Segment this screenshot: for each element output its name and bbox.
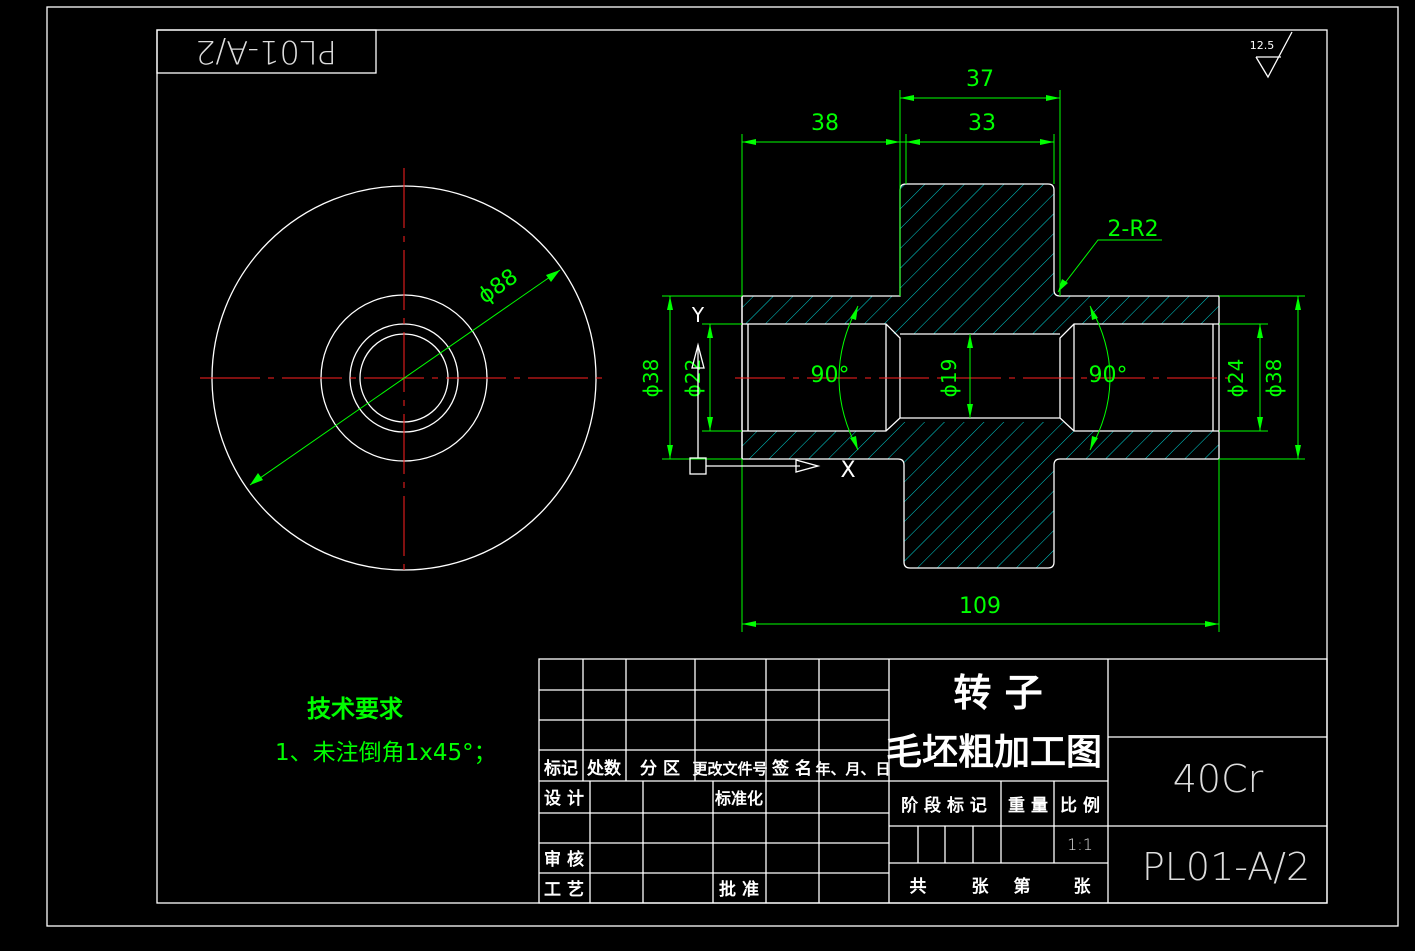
axis-y-label: Y: [691, 303, 705, 327]
dim-109: 109: [959, 594, 1001, 619]
standardize-label: 标准化: [714, 789, 763, 808]
weight-label: 重 量: [1008, 795, 1048, 816]
ratio-label: 比 例: [1060, 795, 1100, 816]
process-label: 工 艺: [544, 879, 584, 900]
approve-label: 批 准: [719, 879, 759, 900]
drawing-title: 毛坯粗加工图: [886, 732, 1102, 773]
hdr-mark: 标记: [544, 758, 578, 779]
section-view: 37 38 33 2-R2 109 ϕ38: [639, 67, 1305, 632]
left-view: ϕ88: [200, 168, 608, 571]
dim-38: 38: [811, 111, 839, 136]
dim-37: 37: [966, 67, 994, 92]
dia88-line: [249, 269, 561, 486]
drawing-number-stamp: PL01-A/2: [195, 33, 337, 71]
drawing-number: PL01-A/2: [1142, 845, 1310, 889]
dim-33: 33: [968, 111, 996, 136]
dim-phi38-left: ϕ38: [639, 359, 663, 398]
hdr-signature: 签 名: [771, 758, 812, 779]
roughness-value: 12.5: [1250, 39, 1275, 52]
r2-leader: [1057, 239, 1162, 293]
technical-requirements: 技术要求 1、未注倒角1x45°；: [275, 695, 497, 766]
angle-arc-left: [838, 305, 859, 451]
dia88-arrow-top: [546, 270, 560, 282]
angle-90-left: 90°: [811, 363, 850, 388]
page-label: 第: [1014, 876, 1031, 897]
stamp-box: [156, 29, 377, 74]
angle-90-right: 90°: [1089, 363, 1128, 388]
part-outline: [741, 183, 1220, 569]
angle-arc-right: [1089, 305, 1111, 451]
review-label: 审 核: [544, 849, 584, 870]
outer-sheet-border: [46, 6, 1399, 927]
sheets-label-2: 张: [1074, 877, 1092, 897]
dia88-label: ϕ88: [474, 264, 523, 309]
hdr-zone: 分 区: [640, 759, 680, 779]
sheets-label-1: 张: [972, 877, 990, 897]
material: 40Cr: [1173, 757, 1264, 801]
dim-phi38-right: ϕ38: [1262, 359, 1286, 398]
tech-req-title: 技术要求: [307, 695, 403, 723]
ucs-icon: Y X: [689, 303, 856, 483]
design-label: 设 计: [544, 788, 584, 809]
axis-x-label: X: [840, 458, 855, 483]
scale-value: 1:1: [1067, 835, 1093, 854]
dim-2-R2: 2-R2: [1107, 217, 1158, 242]
dim-phi24: ϕ24: [1224, 359, 1248, 398]
part-name: 转 子: [953, 671, 1042, 715]
stage-mark-label: 阶 段 标 记: [901, 795, 987, 816]
title-block: 标记 处数 分 区 更改文件号 签 名 年、月、日 设 计 标准化 审 核 工 …: [538, 658, 1328, 904]
tech-req-item-1: 1、未注倒角1x45°；: [275, 740, 497, 766]
hdr-count: 处数: [586, 758, 622, 779]
dia88-arrow-bottom: [250, 473, 263, 485]
total-label: 共: [910, 877, 927, 897]
hdr-date: 年、月、日: [815, 760, 890, 778]
hdr-change-doc: 更改文件号: [692, 760, 767, 778]
roughness-symbol: 12.5: [1250, 31, 1293, 79]
dim-phi19: ϕ19: [937, 359, 961, 398]
